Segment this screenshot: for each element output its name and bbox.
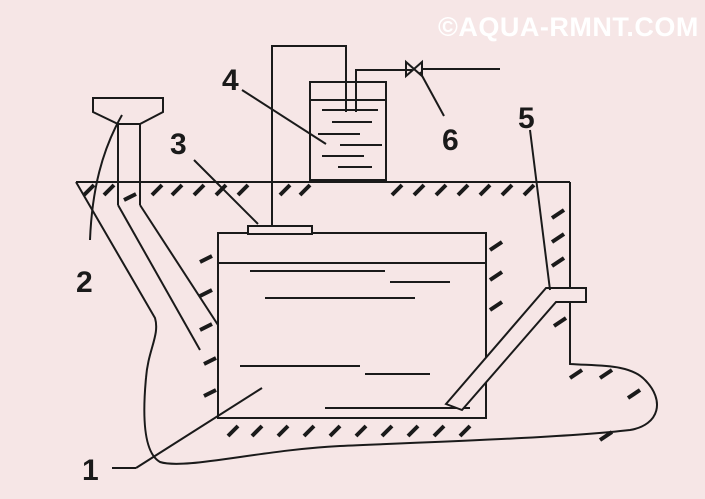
hatch-mark xyxy=(434,183,448,197)
hatch-mark xyxy=(199,322,213,332)
hatch-mark xyxy=(488,270,504,282)
hatch-mark xyxy=(626,388,642,400)
hatch-mark xyxy=(278,183,292,197)
leader-line-4 xyxy=(241,89,327,145)
hatch-mark xyxy=(550,232,566,244)
leader-line-3 xyxy=(193,159,259,225)
leader-line-2 xyxy=(89,114,123,241)
hatch-mark xyxy=(203,388,217,398)
hatch-mark xyxy=(380,424,394,438)
excavation-pit-outline xyxy=(75,181,658,465)
hatch-mark xyxy=(390,183,404,197)
label-6: 6 xyxy=(442,124,459,157)
hatch-mark xyxy=(302,424,316,438)
label-5: 5 xyxy=(518,102,535,135)
dosing-feed-pipe xyxy=(345,46,412,112)
label-2: 2 xyxy=(76,266,93,299)
ground-hatching xyxy=(82,183,536,197)
inlet-pipe-lower-right xyxy=(139,204,219,326)
label-3: 3 xyxy=(170,128,187,161)
tank-hatch xyxy=(247,225,313,235)
hatch-mark xyxy=(598,368,614,380)
hatch-mark xyxy=(488,300,504,312)
inlet-pipe-lower-left xyxy=(117,204,201,351)
tank-liquid-lines xyxy=(240,270,470,409)
hatch-mark xyxy=(192,183,206,197)
watermark-text: ©AQUA-RMNT.COM xyxy=(438,12,699,42)
label-1: 1 xyxy=(82,454,99,487)
hatch-mark xyxy=(478,183,492,197)
valve-icon xyxy=(405,59,423,79)
hatch-mark xyxy=(102,183,116,197)
dosing-container xyxy=(309,81,387,181)
hatch-mark xyxy=(226,424,240,438)
leader-line-5 xyxy=(529,129,551,291)
hatch-mark xyxy=(214,183,228,197)
hatch-mark xyxy=(458,424,472,438)
hatch-mark xyxy=(199,254,213,264)
leader-line-1-diag xyxy=(135,387,263,469)
hatch-mark xyxy=(598,430,614,442)
hatch-mark xyxy=(354,424,368,438)
hatch-mark xyxy=(170,183,184,197)
hatch-mark xyxy=(150,183,164,197)
hatch-mark xyxy=(500,183,514,197)
outlet-pipe xyxy=(444,287,587,412)
leader-line-6 xyxy=(419,71,445,117)
hatch-mark xyxy=(82,183,96,197)
hatch-mark xyxy=(550,208,566,220)
tank-bottom-hatching xyxy=(226,424,472,438)
hatch-mark xyxy=(488,240,504,252)
tank-right-hatching xyxy=(488,240,504,312)
hatch-mark xyxy=(250,424,264,438)
hatch-mark xyxy=(432,424,446,438)
right-wall-hatching xyxy=(550,208,642,442)
hatch-mark xyxy=(406,424,420,438)
hatch-mark xyxy=(550,256,566,268)
hatch-mark xyxy=(298,183,312,197)
hatch-mark xyxy=(236,183,250,197)
label-4: 4 xyxy=(222,64,239,97)
hatch-mark xyxy=(276,424,290,438)
trench-hatching xyxy=(123,192,217,398)
hatch-mark xyxy=(568,368,584,380)
hatch-mark xyxy=(123,192,137,202)
hatch-mark xyxy=(522,183,536,197)
hatch-mark xyxy=(328,424,342,438)
hatch-mark xyxy=(456,183,470,197)
dosing-liquid-lines xyxy=(318,109,382,168)
hatch-mark xyxy=(203,356,217,366)
hatch-mark xyxy=(199,288,213,298)
hatch-mark xyxy=(552,316,568,328)
inlet-funnel xyxy=(92,97,164,125)
hatch-mark xyxy=(412,183,426,197)
